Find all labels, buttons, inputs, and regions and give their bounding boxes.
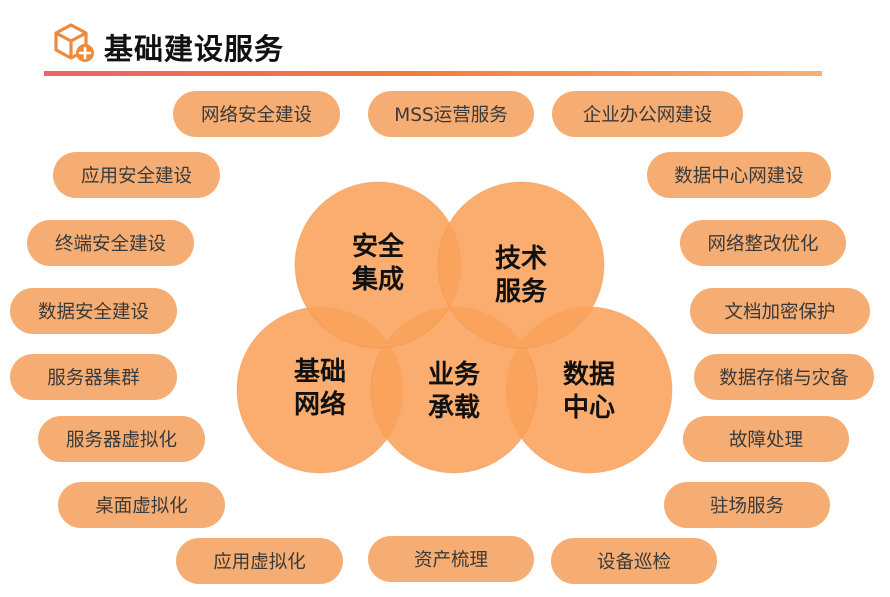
service-data-security: 数据安全建设 <box>10 288 177 334</box>
service-fault-handling: 故障处理 <box>683 416 849 462</box>
service-datacenter-network: 数据中心网建设 <box>647 152 831 198</box>
box-plus-icon <box>54 23 94 62</box>
venn-label-business: 业务承载 <box>427 360 480 423</box>
service-app-security: 应用安全建设 <box>53 152 220 198</box>
title-divider <box>44 71 822 76</box>
header: 基础建设服务 <box>52 18 832 66</box>
service-mss-operation: MSS运营服务 <box>368 91 534 137</box>
venn-label-datacenter: 数据中心 <box>562 360 615 423</box>
service-network-optimization: 网络整改优化 <box>680 220 846 266</box>
service-onsite: 驻场服务 <box>664 482 830 528</box>
service-network-security: 网络安全建设 <box>173 91 340 137</box>
venn-label-network: 基础网络 <box>293 357 346 420</box>
service-server-cluster: 服务器集群 <box>10 354 177 400</box>
service-data-storage-backup: 数据存储与灾备 <box>694 354 874 400</box>
service-app-virtualization: 应用虚拟化 <box>176 538 343 584</box>
service-desktop-virtualization: 桌面虚拟化 <box>58 482 225 528</box>
service-server-virtualization: 服务器虚拟化 <box>38 416 205 462</box>
venn-label-security: 安全集成 <box>351 232 404 295</box>
service-endpoint-security: 终端安全建设 <box>27 220 194 266</box>
page-title: 基础建设服务 <box>104 32 285 66</box>
venn-circle-tech <box>437 181 605 349</box>
service-device-inspection: 设备巡检 <box>551 538 717 584</box>
service-document-encryption: 文档加密保护 <box>690 288 870 334</box>
service-office-network: 企业办公网建设 <box>552 91 743 137</box>
service-asset-inventory: 资产梳理 <box>368 536 534 582</box>
venn-label-tech: 技术服务 <box>494 244 547 307</box>
